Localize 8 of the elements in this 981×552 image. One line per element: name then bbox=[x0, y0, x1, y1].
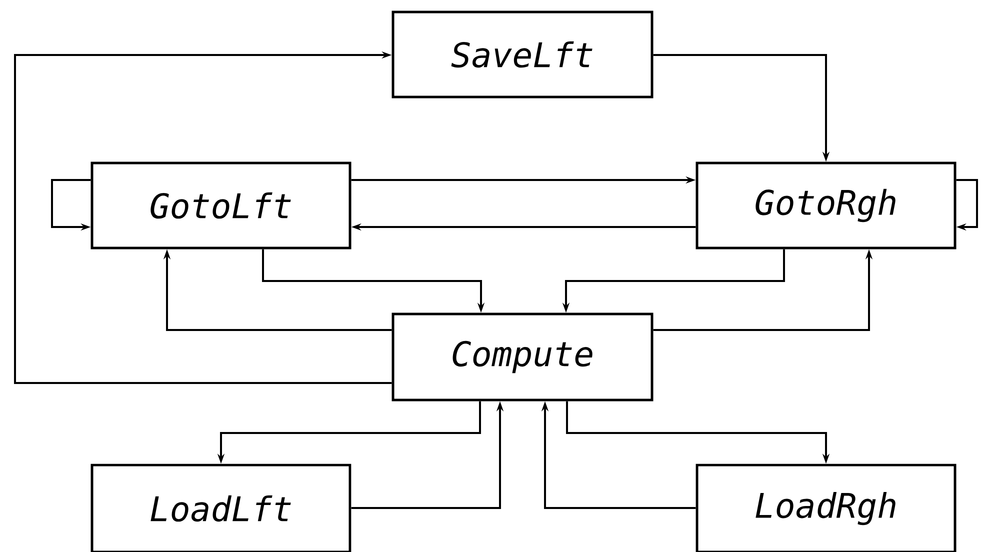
process-box: GotoRgh bbox=[696, 162, 956, 250]
process-box: SaveLft bbox=[392, 10, 654, 98]
arrow bbox=[14, 51, 392, 384]
process-box: LoadLft bbox=[90, 464, 352, 552]
process-box: GotoLft bbox=[90, 162, 352, 250]
arrow bbox=[956, 179, 978, 231]
process-box: Compute bbox=[392, 312, 654, 402]
process-box: LoadRgh bbox=[696, 464, 956, 552]
